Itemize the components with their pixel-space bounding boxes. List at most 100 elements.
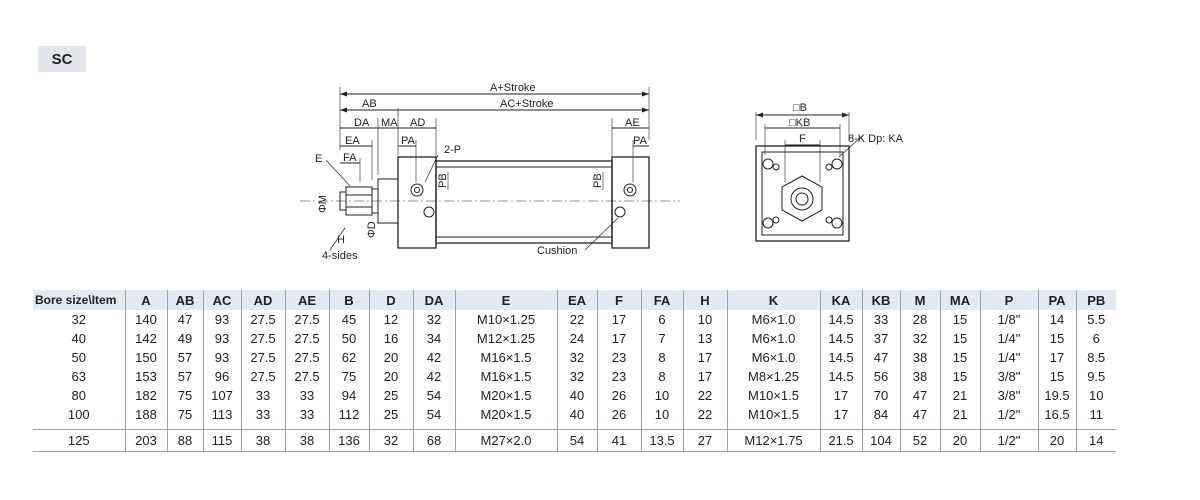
table-cell: 96 <box>202 367 241 386</box>
column-header: H <box>682 290 727 310</box>
table-cell: 47 <box>899 386 940 405</box>
table-cell: 52 <box>899 429 940 452</box>
label-ea: EA <box>345 135 360 147</box>
table-cell: 8 <box>640 367 683 386</box>
table-cell: 32 <box>556 348 597 367</box>
table-cell: 136 <box>328 429 369 452</box>
column-header: FA <box>640 290 683 310</box>
label-a-stroke: A+Stroke <box>490 82 536 94</box>
table-cell: M6×1.0 <box>726 329 820 348</box>
column-header: AB <box>166 290 203 310</box>
table-cell: 17 <box>819 386 862 405</box>
table-cell: 75 <box>166 405 203 430</box>
table-cell: 41 <box>596 429 641 452</box>
table-cell: 50 <box>328 329 369 348</box>
table-cell: M12×1.75 <box>726 429 820 452</box>
table-cell: 62 <box>328 348 369 367</box>
table-cell: 54 <box>412 386 455 405</box>
table-cell: 56 <box>861 367 900 386</box>
table-cell: 40 <box>556 405 597 430</box>
label-ae: AE <box>625 117 640 129</box>
column-header: K <box>726 290 820 310</box>
table-cell: 32 <box>899 329 940 348</box>
table-cell: 33 <box>284 386 329 405</box>
table-cell: M12×1.25 <box>454 329 557 348</box>
table-cell: 12 <box>368 310 413 329</box>
table-cell: 37 <box>861 329 900 348</box>
column-header: KA <box>819 290 862 310</box>
table-cell: 17 <box>1037 348 1076 367</box>
table-cell: 45 <box>328 310 369 329</box>
table-cell: 7 <box>640 329 683 348</box>
table-cell: 26 <box>596 386 641 405</box>
table-cell: 100 <box>67 407 90 422</box>
table-cell: 17 <box>596 329 641 348</box>
column-header: A <box>124 290 167 310</box>
table-cell: 42 <box>412 367 455 386</box>
table-cell: 10 <box>1075 386 1116 405</box>
column-header: MA <box>939 290 980 310</box>
table-cell: 140 <box>124 310 167 329</box>
table-cell: 47 <box>861 348 900 367</box>
label-pa-left: PA <box>401 135 416 147</box>
column-header: AC <box>202 290 241 310</box>
table-cell: 88 <box>166 429 203 452</box>
table-cell: 15 <box>1037 367 1076 386</box>
label-4-sides: 4-sides <box>322 250 358 262</box>
column-header: PA <box>1037 290 1076 310</box>
table-cell: 10 <box>640 386 683 405</box>
table-cell: 38 <box>899 367 940 386</box>
table-cell: 40 <box>556 386 597 405</box>
table-cell: M27×2.0 <box>454 429 557 452</box>
table-cell: 11 <box>1075 405 1116 430</box>
table-cell: 38 <box>899 348 940 367</box>
table-cell: 57 <box>166 348 203 367</box>
table-cell: 20 <box>939 429 980 452</box>
table-cell: 22 <box>682 405 727 430</box>
table-cell: 70 <box>861 386 900 405</box>
table-cell: M16×1.5 <box>454 367 557 386</box>
column-header: AE <box>284 290 329 310</box>
label-pa-right: PA <box>633 135 648 147</box>
table-cell: 20 <box>368 367 413 386</box>
label-pb-right: PB <box>592 173 604 188</box>
table-cell: M20×1.5 <box>454 405 557 430</box>
table-cell: 17 <box>596 310 641 329</box>
label-phi-d: ΦD <box>366 221 378 238</box>
label-sq-kb: □KB <box>789 117 810 129</box>
column-header: B <box>328 290 369 310</box>
table-cell: 21 <box>939 386 980 405</box>
column-header: F <box>596 290 641 310</box>
column-header: PB <box>1075 290 1116 310</box>
table-cell: 80 <box>71 388 86 403</box>
table-cell: 49 <box>166 329 203 348</box>
table-cell: 1/4" <box>979 329 1038 348</box>
table-cell: 93 <box>202 348 241 367</box>
label-ac-stroke: AC+Stroke <box>500 98 554 110</box>
label-f: F <box>799 133 806 145</box>
table-cell: 68 <box>412 429 455 452</box>
table-cell: 17 <box>819 405 862 430</box>
table-cell: 27.5 <box>284 329 329 348</box>
table-cell: 94 <box>328 386 369 405</box>
table-cell: 57 <box>166 367 203 386</box>
label-e: E <box>315 153 322 165</box>
column-header: Bore size\Item <box>33 290 125 310</box>
table-cell: 47 <box>899 405 940 430</box>
table-cell: 8 <box>640 348 683 367</box>
section-label: SC <box>38 46 86 72</box>
table-cell: 13 <box>682 329 727 348</box>
table-cell: 27.5 <box>240 348 285 367</box>
table-cell: 32 <box>71 312 86 327</box>
table-cell: 3/8" <box>979 386 1038 405</box>
table-cell: 23 <box>596 348 641 367</box>
table-cell: 10 <box>640 405 683 430</box>
table-cell: 63 <box>71 369 86 384</box>
table-cell: 34 <box>412 329 455 348</box>
table-cell: 33 <box>284 405 329 430</box>
table-cell: 1/2" <box>979 405 1038 430</box>
